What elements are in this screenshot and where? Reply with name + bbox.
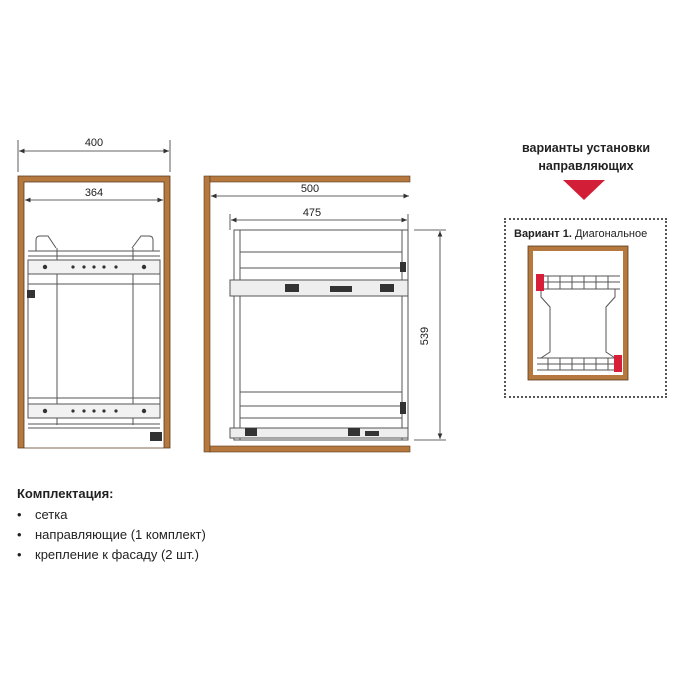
dimension-side-depth: 500 bbox=[211, 183, 409, 199]
dimension-side-basket: 475 bbox=[229, 207, 409, 230]
runner-marker-top-left bbox=[536, 274, 544, 291]
variant-label: Вариант 1. Диагональное bbox=[514, 228, 647, 240]
dimension-front-outer-label: 400 bbox=[85, 137, 103, 149]
runner-marker-bottom-right bbox=[614, 355, 622, 372]
basket-front bbox=[27, 235, 161, 429]
front-view: 400 364 bbox=[17, 137, 171, 449]
cabinet-frame-side bbox=[203, 175, 411, 453]
dimension-front-inner-label: 364 bbox=[85, 187, 103, 199]
cabinet-frame-front bbox=[17, 175, 171, 449]
dimension-side-depth-label: 500 bbox=[301, 183, 319, 195]
dimension-side-basket-label: 475 bbox=[303, 207, 321, 219]
kit-item: крепление к фасаду (2 шт.) bbox=[17, 545, 417, 565]
dimension-side-height: 539 bbox=[414, 229, 446, 441]
variant-box: Вариант 1. Диагональное bbox=[504, 218, 667, 398]
variant-name: Диагональное bbox=[574, 228, 648, 240]
variant-diagram bbox=[527, 245, 629, 381]
basket-front-holes bbox=[27, 264, 162, 441]
runner-hardware bbox=[245, 262, 406, 436]
dimension-side-height-label: 539 bbox=[419, 327, 431, 345]
kit-title: Комплектация: bbox=[17, 486, 114, 501]
basket-side bbox=[229, 229, 409, 441]
dimension-front-outer: 400 bbox=[17, 137, 171, 172]
variant-prefix: Вариант 1. bbox=[514, 228, 572, 240]
down-arrow-icon bbox=[563, 180, 605, 200]
dimension-front-inner: 364 bbox=[25, 187, 163, 203]
kit-item: направляющие (1 комплект) bbox=[17, 525, 417, 545]
kit-list: сетка направляющие (1 комплект) креплени… bbox=[17, 505, 417, 565]
kit-item: сетка bbox=[17, 505, 417, 525]
kit-section: Комплектация: сетка направляющие (1 комп… bbox=[17, 486, 417, 565]
install-variants-title: варианты установки направляющих bbox=[521, 141, 651, 173]
side-view: 500 475 539 bbox=[203, 175, 446, 453]
